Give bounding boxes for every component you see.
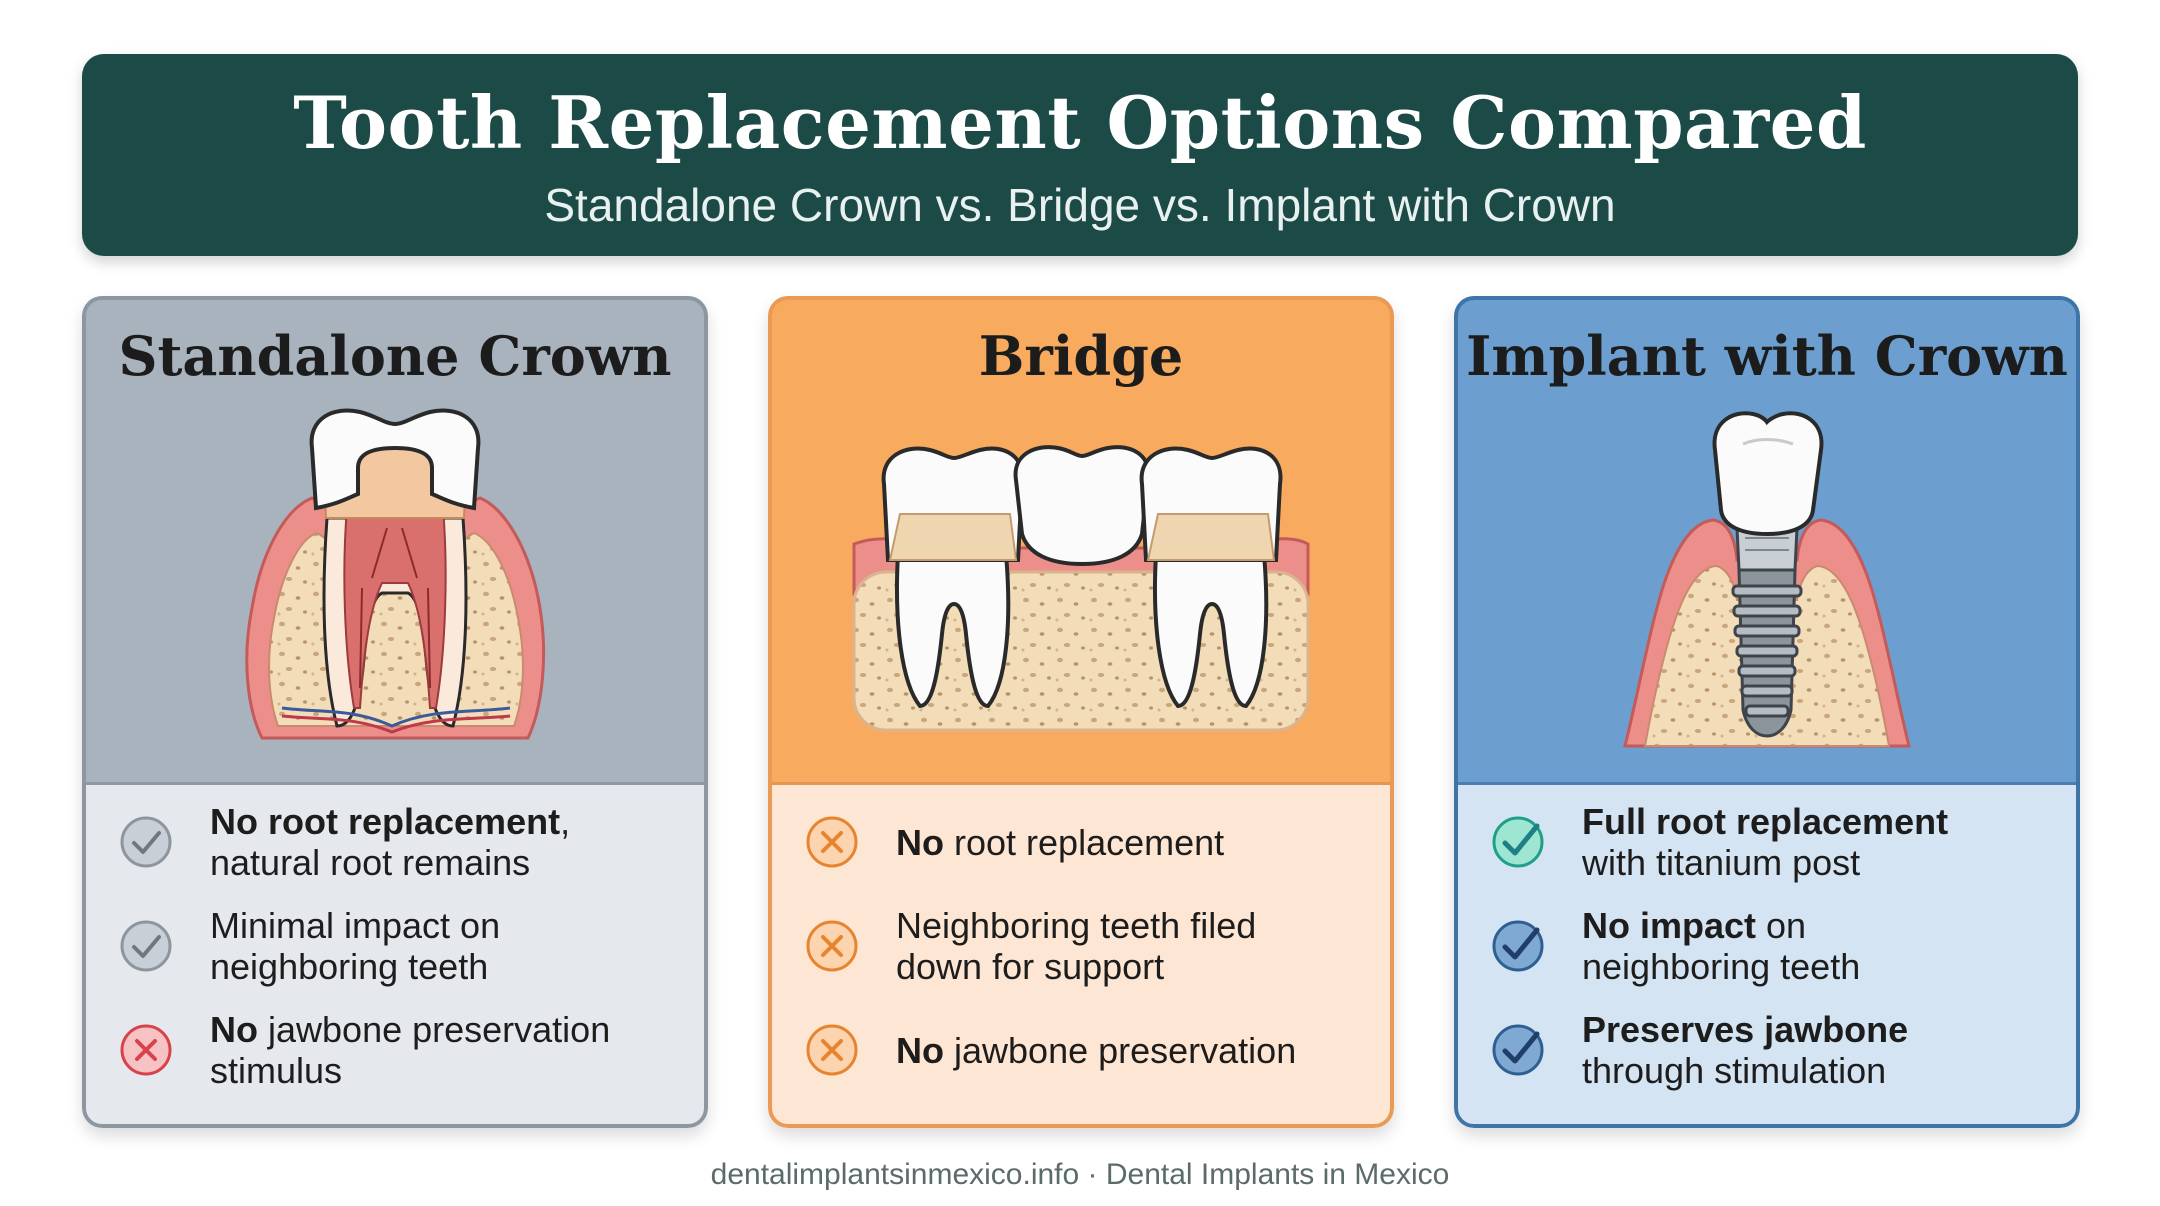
footer-credit: dentalimplantsinmexico.info · Dental Imp… — [710, 1158, 1450, 1191]
check-circle-blue-icon — [1492, 1024, 1544, 1076]
card-features-panel: No root replacement Neighboring teeth fi… — [768, 782, 1394, 1128]
feature-item: No jawbone preservation — [804, 1005, 1374, 1095]
card-title: Implant with Crown — [1466, 324, 2068, 388]
natural-tooth-crown-illustration — [245, 408, 546, 740]
check-circle-blue-icon — [1492, 920, 1544, 972]
feature-item: No root replacement,natural root remains — [118, 797, 688, 887]
feature-text: No root replacement,natural root remains — [210, 801, 571, 883]
x-circle-red-icon — [120, 1024, 172, 1076]
card-bridge: Bridge No root repla — [768, 296, 1394, 1128]
card-illustration-panel: Standalone Crown — [82, 296, 708, 782]
dental-bridge-illustration — [852, 445, 1310, 732]
card-title: Standalone Crown — [118, 324, 672, 388]
x-circle-orange-icon — [806, 1024, 858, 1076]
card-illustration-panel: Bridge — [768, 296, 1394, 782]
header-banner: Tooth Replacement Options Compared Stand… — [82, 54, 2078, 256]
page-title: Tooth Replacement Options Compared — [293, 80, 1867, 165]
feature-item: No root replacement — [804, 797, 1374, 887]
card-standalone-crown: Standalone Crown No root re — [82, 296, 708, 1128]
x-circle-orange-icon — [806, 816, 858, 868]
feature-text: No root replacement — [896, 821, 1225, 863]
x-circle-orange-icon — [806, 920, 858, 972]
dental-implant-illustration — [1623, 411, 1911, 748]
card-title: Bridge — [978, 324, 1184, 388]
page-subtitle: Standalone Crown vs. Bridge vs. Implant … — [544, 179, 1616, 231]
feature-text: No jawbone preservation — [896, 1029, 1297, 1071]
check-circle-teal-icon — [1492, 816, 1544, 868]
card-illustration-panel: Implant with Crown — [1454, 296, 2080, 782]
check-circle-gray-icon — [120, 816, 172, 868]
card-features-panel: No root replacement,natural root remains… — [82, 782, 708, 1128]
card-implant-with-crown: Implant with Crown — [1454, 296, 2080, 1128]
check-circle-gray-icon — [120, 920, 172, 972]
